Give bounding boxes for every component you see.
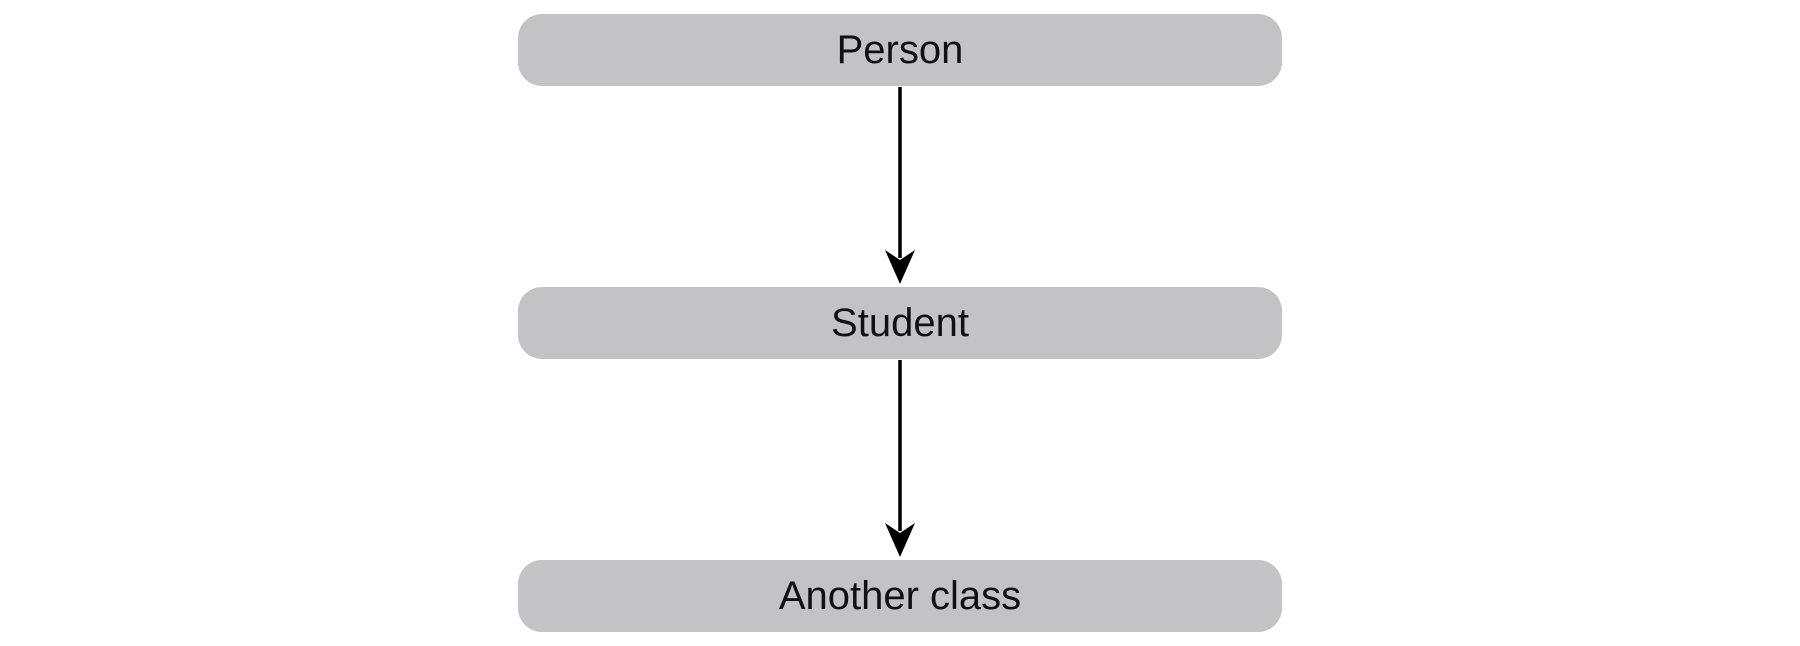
arrow-head <box>885 523 915 557</box>
arrow-person-to-student <box>885 87 915 284</box>
node-label: Student <box>831 300 969 345</box>
node-label: Another class <box>778 573 1022 618</box>
arrow-student-to-another-class <box>885 360 915 557</box>
arrow-head <box>885 250 915 284</box>
node-label: Person <box>836 27 964 72</box>
node-another-class: Another class <box>518 560 1282 632</box>
node-student: Student <box>518 287 1282 359</box>
node-person: Person <box>518 14 1282 86</box>
